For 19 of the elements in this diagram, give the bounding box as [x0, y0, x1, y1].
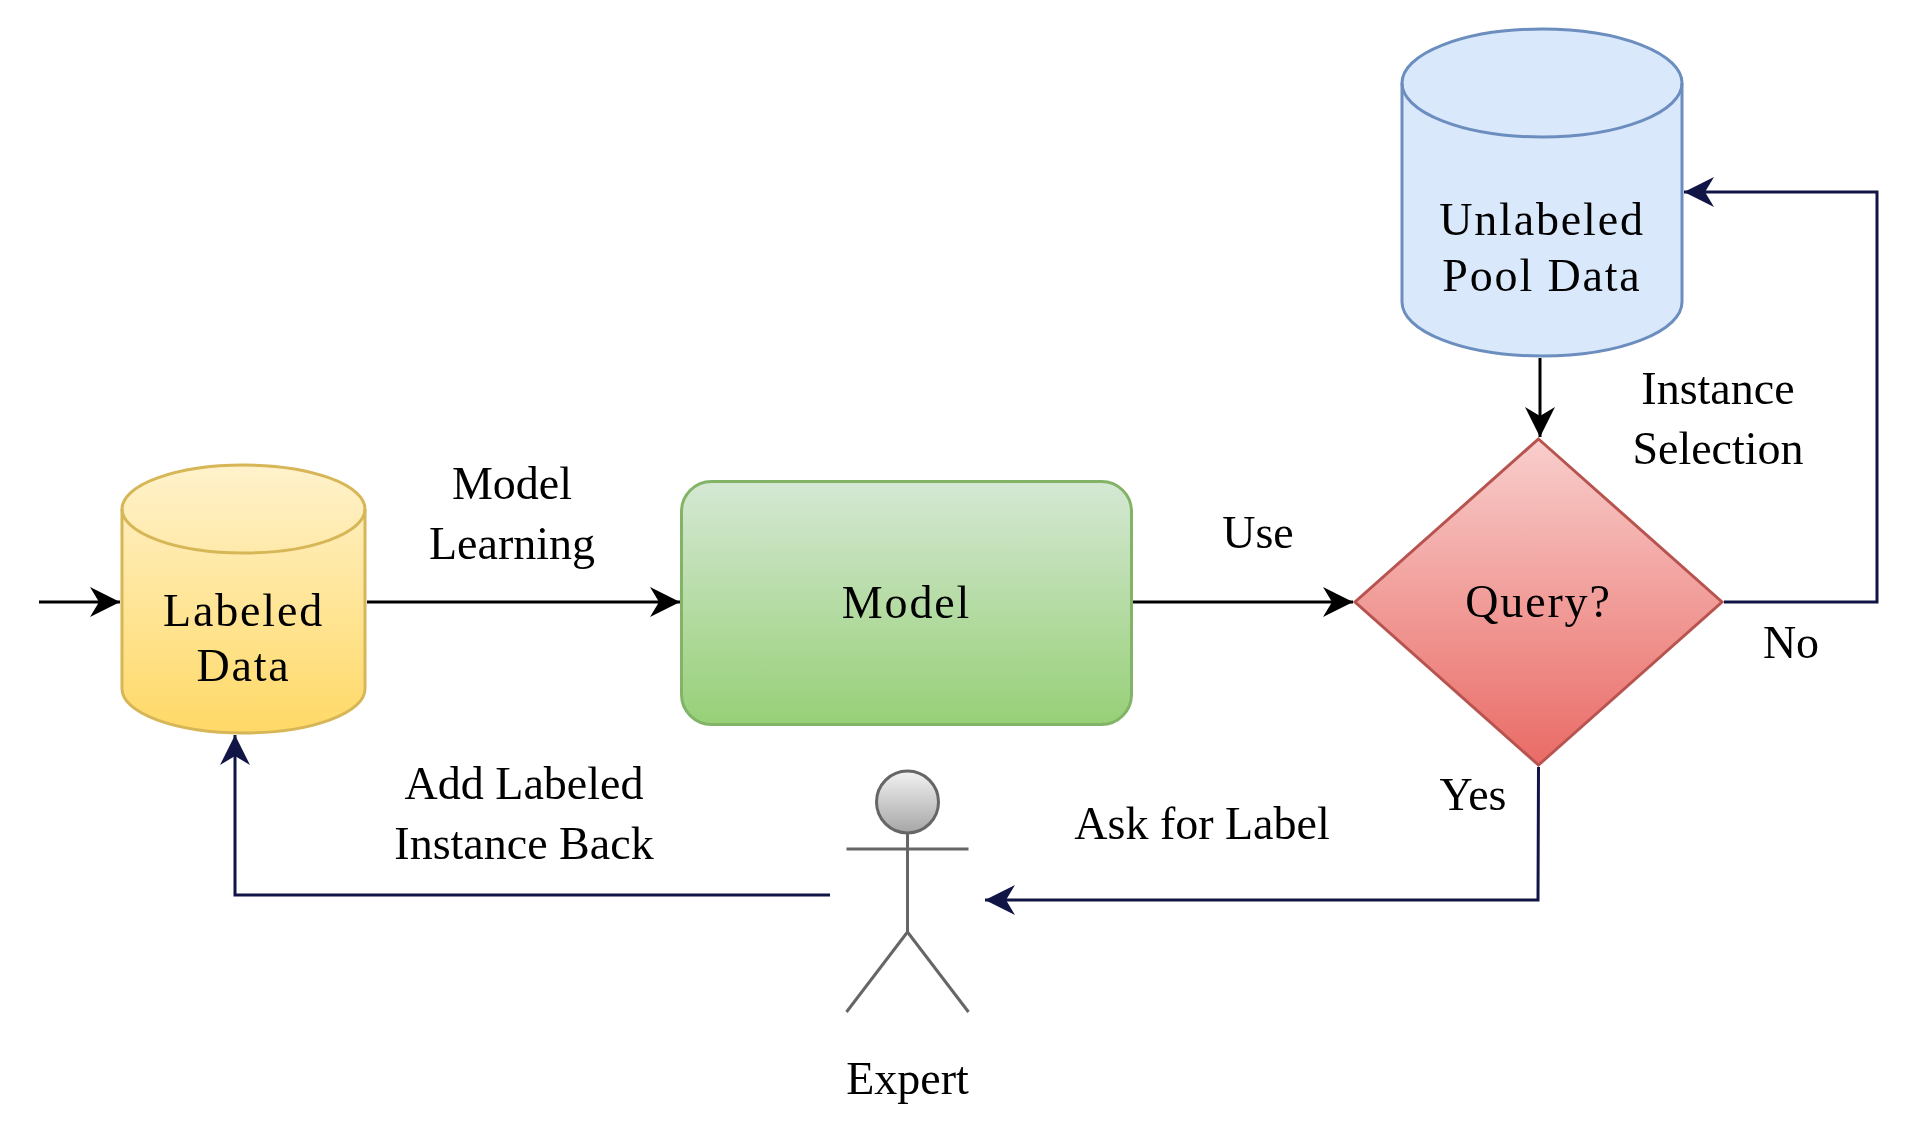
arrow — [367, 587, 680, 617]
node-label: Model — [841, 576, 972, 631]
node-label: Query? — [1465, 575, 1612, 630]
arrow — [220, 735, 830, 897]
node-label: Labeled Data — [163, 583, 324, 693]
arrow — [1525, 358, 1555, 437]
arrow — [39, 587, 120, 617]
edge-label: Instance Selection — [1631, 362, 1805, 476]
edge-label: No — [1761, 616, 1821, 671]
edge-label: Use — [1221, 506, 1295, 561]
edge-label: Model Learning — [428, 457, 596, 571]
node-label: Unlabeled Pool Data — [1439, 193, 1645, 303]
edge-label: Add Labeled Instance Back — [393, 757, 655, 871]
annotation-text: Ask for Label — [1074, 801, 1330, 847]
edge-label: Yes — [1438, 768, 1508, 823]
arrow — [1133, 587, 1353, 617]
node-caption: Expert — [846, 1056, 969, 1102]
arrow — [1684, 177, 1879, 604]
arrow — [985, 767, 1540, 915]
